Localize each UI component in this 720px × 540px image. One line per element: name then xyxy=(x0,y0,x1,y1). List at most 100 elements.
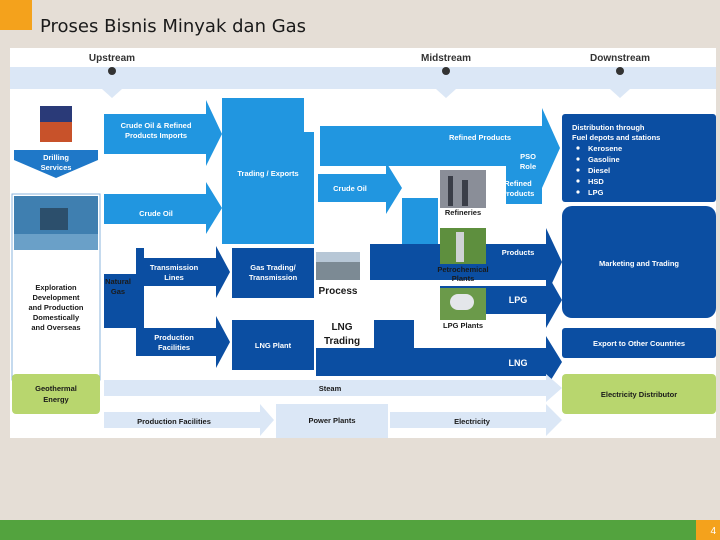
stage-midstream: Midstream xyxy=(421,53,471,64)
lng-connector xyxy=(374,320,414,350)
steam-label: Steam xyxy=(319,384,342,393)
bullet-2 xyxy=(576,157,580,161)
exploration-label-1: Exploration xyxy=(35,283,77,292)
export-box xyxy=(562,328,716,358)
bullet-3 xyxy=(576,168,580,172)
natural-gas-label-1: Natural xyxy=(105,277,131,286)
exploration-label-3: and Production xyxy=(29,303,84,312)
trading-exports-label: Trading / Exports xyxy=(237,169,298,178)
oil-pump-sunset xyxy=(40,122,72,142)
pso-label-1: PSO xyxy=(520,152,536,161)
distribution-item-3: Diesel xyxy=(588,166,610,175)
lng-label: LNG xyxy=(509,358,528,368)
distribution-heading-1: Distribution through xyxy=(572,123,645,132)
gas-trading-label-1: Gas Trading/ xyxy=(250,263,296,272)
offshore-rig-sea xyxy=(14,234,98,250)
drilling-label-1: Drilling xyxy=(43,153,69,162)
stage-dot-downstream xyxy=(616,67,624,75)
lpg-plants-label: LPG Plants xyxy=(443,321,483,330)
transmission-label-1: Transmission xyxy=(150,263,199,272)
stage-dot-midstream xyxy=(442,67,450,75)
production-facilities-label-2: Facilities xyxy=(158,343,190,352)
lng-plant-box xyxy=(232,320,314,370)
stage-marker-downstream xyxy=(610,89,630,98)
geothermal-label-2: Energy xyxy=(43,395,69,404)
refineries-tower-1 xyxy=(448,176,453,206)
power-plants-label: Power Plants xyxy=(308,416,355,425)
steam-band xyxy=(104,374,562,402)
electricity-distributor-box xyxy=(562,374,716,414)
distribution-item-5: LPG xyxy=(588,188,604,197)
refined-products-arrow xyxy=(320,108,560,188)
electricity-arrow xyxy=(390,404,562,436)
electricity-distributor-label: Electricity Distributor xyxy=(601,390,677,399)
page-number: 4 xyxy=(696,520,720,540)
drilling-services-arrow xyxy=(14,150,98,178)
petrochem-plants-label-1: Petrochemical xyxy=(437,265,488,274)
distribution-heading-2: Fuel depots and stations xyxy=(572,133,660,142)
lpg-label: LPG xyxy=(509,295,528,305)
distribution-item-2: Gasoline xyxy=(588,155,620,164)
pso-box xyxy=(506,148,542,204)
lng-plant-label: LNG Plant xyxy=(255,341,292,350)
distribution-box xyxy=(562,114,716,202)
bullet-5 xyxy=(576,190,580,194)
crude-oil-left-arrow xyxy=(104,182,222,234)
refined-small-label-2: Products xyxy=(502,189,535,198)
stage-band xyxy=(10,67,716,89)
exploration-label-2: Development xyxy=(32,293,80,302)
refineries-tower-2 xyxy=(462,180,468,206)
refinery-connector xyxy=(402,198,438,246)
transmission-arrow xyxy=(136,246,230,298)
stage-downstream: Downstream xyxy=(590,53,650,64)
bullet-4 xyxy=(576,179,580,183)
natural-gas-label-2: Gas xyxy=(111,287,125,296)
stage-marker-midstream xyxy=(436,89,456,98)
marketing-trading-box xyxy=(562,206,716,318)
petrochem-products-label-2: Products xyxy=(502,248,535,257)
page-title: Proses Bisnis Minyak dan Gas xyxy=(40,16,307,37)
refineries-label: Refineries xyxy=(445,208,481,217)
electricity-label: Electricity xyxy=(454,417,491,426)
gas-trading-label-2: Transmission xyxy=(249,273,298,282)
production-facilities-bottom-arrow xyxy=(104,404,274,436)
process-image-sky xyxy=(316,252,360,262)
production-facilities-bottom-label: Production Facilities xyxy=(137,417,211,426)
stage-marker-upstream xyxy=(102,89,122,98)
marketing-trading-label: Marketing and Trading xyxy=(599,259,679,268)
petrochem-products-label-1: Petrochemical xyxy=(492,237,543,246)
oil-gas-process-diagram: Upstream Midstream Downstream Drilling S… xyxy=(10,53,716,438)
petrochem-plants-tower xyxy=(456,232,464,262)
gas-trading-box xyxy=(232,248,314,298)
crude-oil-mid-label: Crude Oil xyxy=(333,184,367,193)
geothermal-label-1: Geothermal xyxy=(35,384,77,393)
export-label: Export to Other Countries xyxy=(593,339,685,348)
exploration-label-4: Domestically xyxy=(33,313,80,322)
power-plants-box xyxy=(276,404,388,438)
diagram-panel: Upstream Midstream Downstream Drilling S… xyxy=(10,48,716,438)
transmission-label-2: Lines xyxy=(164,273,184,282)
lng-trading-label-1: LNG xyxy=(331,322,352,333)
process-label: Process xyxy=(319,286,358,297)
geothermal-box xyxy=(12,374,100,414)
bullet-1 xyxy=(576,146,580,150)
lng-trading-label-2: Trading xyxy=(324,336,360,347)
distribution-item-4: HSD xyxy=(588,177,604,186)
crude-oil-mid-arrow xyxy=(318,162,402,214)
refined-small-label-1: Refined xyxy=(504,179,532,188)
lpg-plants-tank xyxy=(450,294,474,310)
petrochem-plants-label-2: Plants xyxy=(452,274,475,283)
offshore-rig-structure xyxy=(40,208,68,230)
pso-label-2: Role xyxy=(520,162,536,171)
imports-label-1: Crude Oil & Refined xyxy=(121,121,192,130)
production-facilities-label-1: Production xyxy=(154,333,194,342)
natural-gas-band xyxy=(104,248,144,328)
trading-exports-arrow xyxy=(222,98,314,244)
imports-arrow xyxy=(104,100,222,166)
distribution-item-1: Kerosene xyxy=(588,144,622,153)
production-facilities-arrow xyxy=(136,316,230,368)
refined-products-label: Refined Products xyxy=(449,133,511,142)
stage-upstream: Upstream xyxy=(89,53,135,64)
imports-label-2: Products Imports xyxy=(125,131,187,140)
footer-bar xyxy=(0,520,720,540)
